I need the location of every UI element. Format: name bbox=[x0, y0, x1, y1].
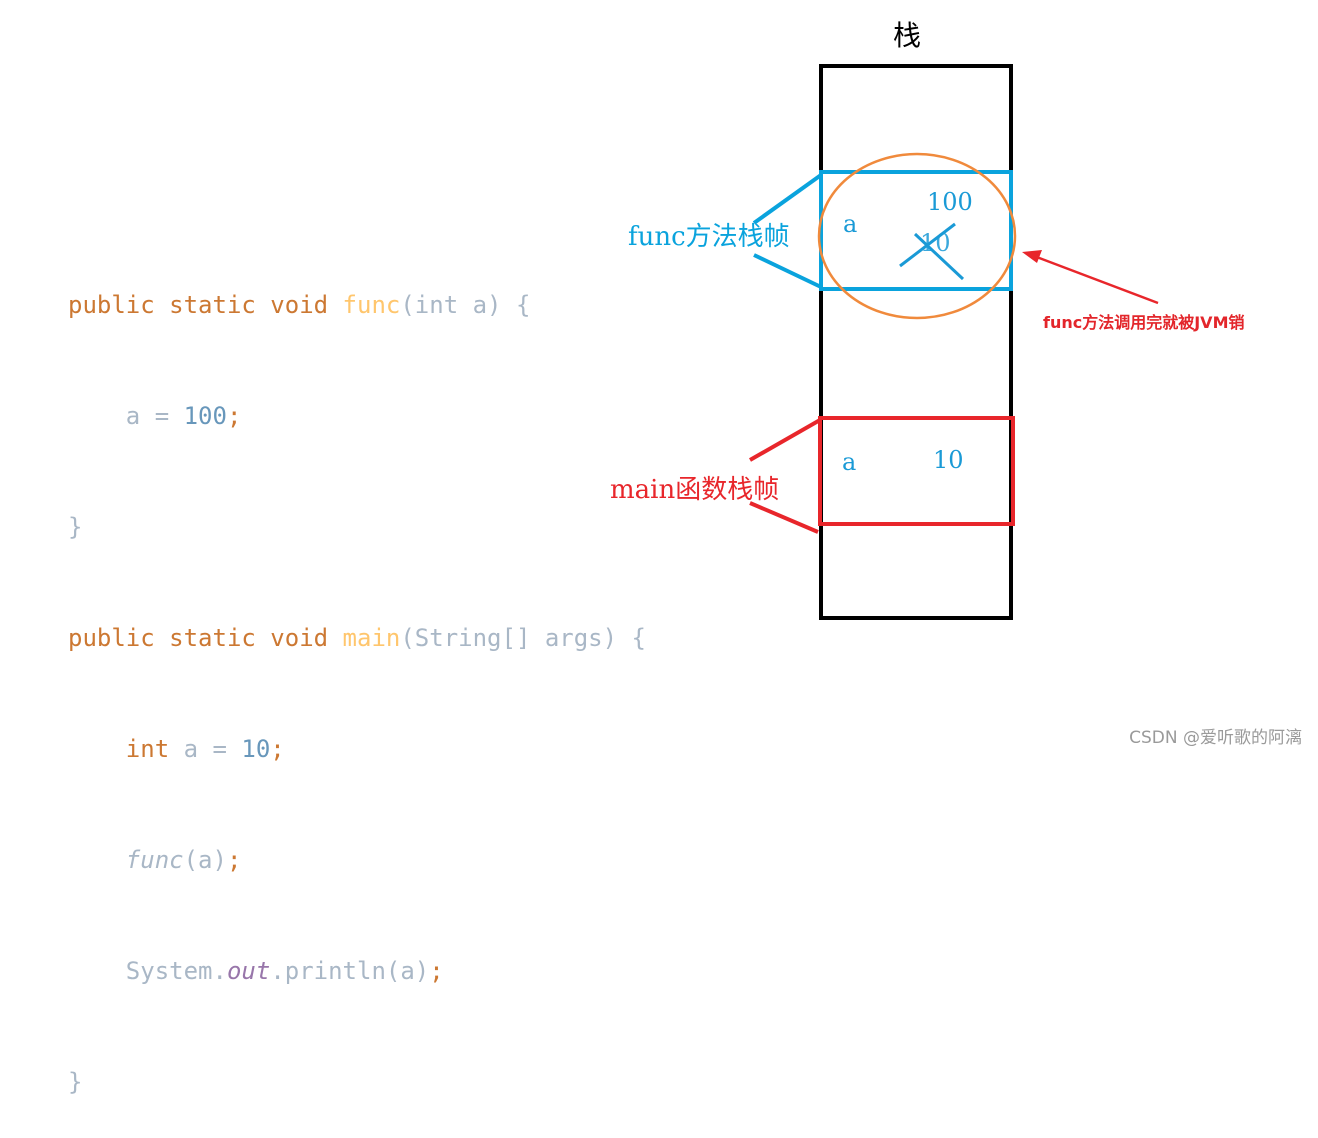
func-callout-line-bottom bbox=[753, 253, 822, 289]
code-line-3: } bbox=[68, 509, 646, 546]
func-callout-line-top bbox=[752, 173, 823, 225]
code-class-name: System. bbox=[125, 957, 227, 985]
main-frame-var-name: a bbox=[842, 448, 857, 476]
code-indent bbox=[68, 957, 126, 985]
code-semicolon: ; bbox=[226, 846, 242, 874]
main-frame-value: 10 bbox=[933, 446, 964, 474]
func-frame-label: func方法栈帧 bbox=[628, 222, 790, 252]
code-function-call: func bbox=[125, 846, 184, 874]
func-frame-new-value: 100 bbox=[927, 188, 973, 216]
code-line-1: public static void func(int a) { bbox=[68, 287, 646, 324]
code-indent bbox=[68, 846, 126, 874]
destroy-circle bbox=[817, 152, 1017, 320]
cross-out-stroke-2 bbox=[913, 232, 965, 281]
destroy-arrow-shaft bbox=[1033, 254, 1159, 305]
code-line-4: public static void main(String[] args) { bbox=[68, 620, 646, 657]
code-keyword: public static void bbox=[68, 291, 343, 319]
code-assignment: a = bbox=[125, 402, 184, 430]
code-line-2: a = 100; bbox=[68, 398, 646, 435]
code-function-name: main bbox=[342, 624, 401, 652]
code-line-6: func(a); bbox=[68, 842, 646, 879]
code-function-name: func bbox=[342, 291, 401, 319]
code-line-7: System.out.println(a); bbox=[68, 953, 646, 990]
code-line-8: } bbox=[68, 1064, 646, 1101]
stack-diagram bbox=[749, 64, 1159, 620]
func-frame-var-name: a bbox=[843, 210, 858, 238]
code-semicolon: ; bbox=[429, 957, 444, 985]
func-frame-old-value: 10 bbox=[920, 229, 951, 257]
watermark: CSDN @爱听歌的阿漓 bbox=[1129, 728, 1302, 748]
main-frame-box bbox=[818, 416, 1015, 526]
code-brace: } bbox=[68, 1068, 83, 1096]
code-static-field: out bbox=[226, 957, 271, 985]
code-arguments: (a) bbox=[183, 846, 227, 874]
stack-title: 栈 bbox=[893, 19, 922, 52]
code-brace: } bbox=[68, 513, 83, 541]
code-signature: (String[] args) { bbox=[400, 624, 646, 652]
stack-box bbox=[819, 64, 1013, 620]
func-frame-box bbox=[819, 170, 1013, 291]
code-semicolon: ; bbox=[226, 402, 242, 430]
code-number: 100 bbox=[183, 402, 227, 430]
main-callout-line-top bbox=[749, 418, 821, 462]
main-frame-label: main函数栈帧 bbox=[610, 475, 780, 505]
destroy-note: func方法调用完就被JVM销 bbox=[1043, 313, 1245, 332]
code-method-call: .println(a) bbox=[270, 957, 430, 985]
destroy-arrow-head bbox=[1022, 250, 1042, 263]
code-keyword: public static void bbox=[68, 624, 343, 652]
main-callout-line-bottom bbox=[749, 501, 819, 534]
code-signature: (int a) { bbox=[400, 291, 531, 319]
